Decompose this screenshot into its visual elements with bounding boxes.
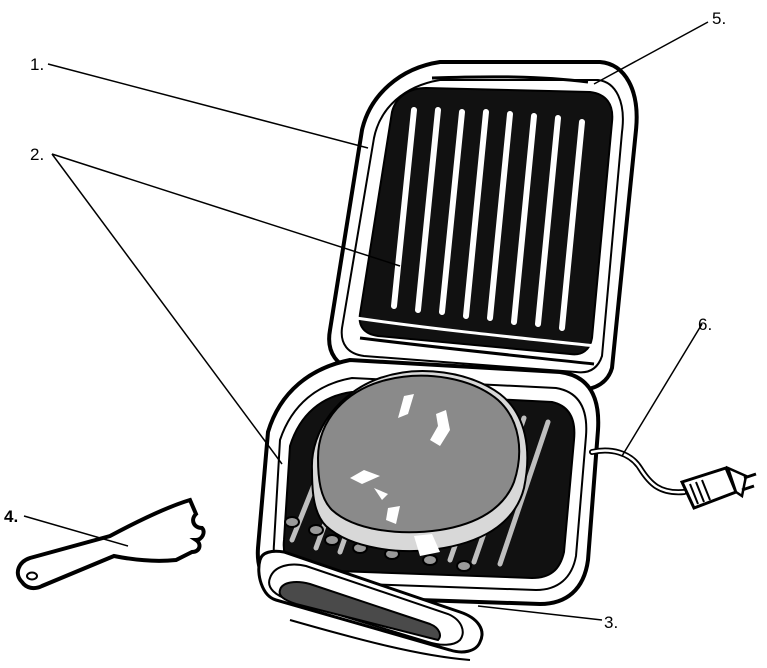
spatula-tool (18, 500, 204, 588)
food-item (312, 371, 527, 556)
callout-3: 3. (604, 613, 618, 632)
callout-6: 6. (698, 315, 712, 334)
callout-1: 1. (30, 55, 44, 74)
grill-lid (329, 62, 636, 390)
callout-4: 4. (4, 507, 18, 526)
power-cord (592, 451, 684, 493)
callout-2: 2. (30, 145, 44, 164)
power-plug (682, 468, 756, 508)
callout-5: 5. (712, 9, 726, 28)
